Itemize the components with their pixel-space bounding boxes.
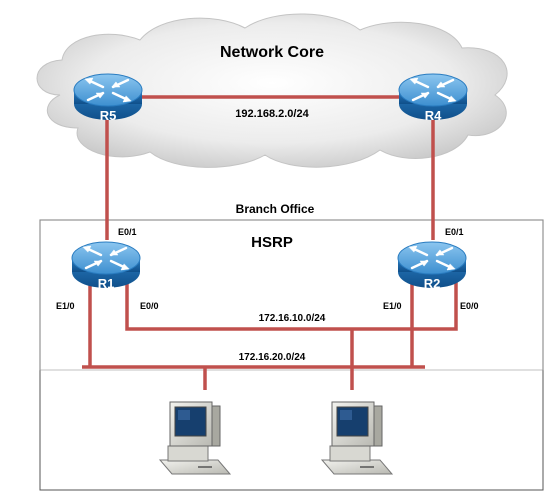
r2-e00-label: E0/0 xyxy=(460,301,479,311)
network-core-cloud xyxy=(36,13,508,168)
branch-office-label: Branch Office xyxy=(236,202,315,216)
r2-e10-label: E1/0 xyxy=(383,301,402,311)
r1-e01-label: E0/1 xyxy=(118,227,137,237)
router-r2[interactable]: R2 xyxy=(396,240,468,291)
desktop-computer-icon xyxy=(159,401,231,475)
router-r4-label: R4 xyxy=(425,108,442,123)
router-r1-label: R1 xyxy=(98,276,115,291)
desktop-computer-icon xyxy=(321,401,393,475)
hsrp-label: HSRP xyxy=(251,234,293,251)
pc-2[interactable] xyxy=(321,401,393,475)
r1-e00-label: E0/0 xyxy=(140,301,159,311)
router-r1[interactable]: R1 xyxy=(70,240,142,291)
network-core-label: Network Core xyxy=(220,44,324,61)
r2-e01-label: E0/1 xyxy=(445,227,464,237)
router-r2-label: R2 xyxy=(424,276,441,291)
router-r5[interactable]: R5 xyxy=(72,72,144,123)
pc-1[interactable] xyxy=(159,401,231,475)
link-r1-r2-lan10 xyxy=(125,280,458,331)
router-r4[interactable]: R4 xyxy=(397,72,469,123)
branch-office-inner-border xyxy=(39,219,544,371)
r1-e10-label: E1/0 xyxy=(56,301,75,311)
lan20-network-label: 172.16.20.0/24 xyxy=(239,352,306,363)
links xyxy=(82,95,458,390)
router-r5-label: R5 xyxy=(100,108,117,123)
core-network-label: 192.168.2.0/24 xyxy=(235,108,309,120)
lan10-network-label: 172.16.10.0/24 xyxy=(259,313,326,324)
